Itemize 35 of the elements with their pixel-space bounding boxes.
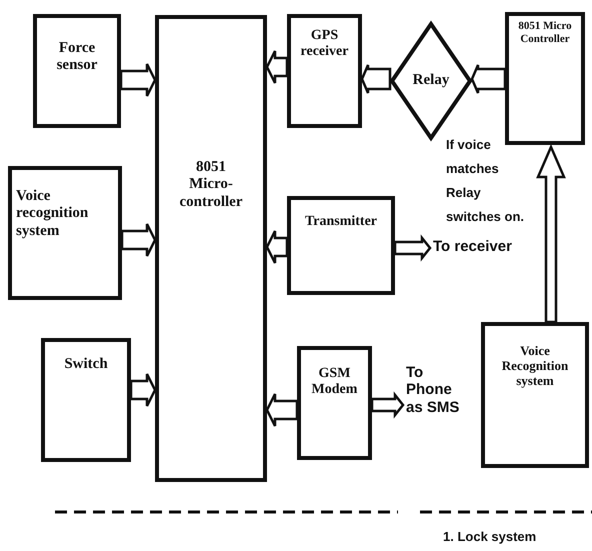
block-box — [41, 338, 131, 462]
block-label: GPS receiver — [300, 28, 350, 60]
block-arrow — [266, 50, 288, 84]
block-box — [287, 14, 362, 128]
block-arrow — [394, 234, 432, 262]
block-label: Force sensor — [56, 40, 98, 74]
block-arrow — [470, 64, 506, 94]
block-arrow — [120, 222, 156, 258]
decision-diamond — [390, 22, 472, 140]
note-text: If voice matches Relay switches on. — [446, 136, 526, 226]
block-arrow — [536, 144, 566, 324]
block-box — [297, 346, 372, 460]
note-text: 1. Lock system — [443, 528, 538, 546]
block-box — [287, 196, 395, 295]
block-arrow — [370, 391, 405, 419]
block-label: Switch — [63, 356, 109, 374]
block-box — [481, 322, 589, 468]
block-box — [8, 166, 122, 300]
block-box — [505, 12, 585, 145]
block-arrow — [360, 64, 392, 94]
block-label: GSM Modem — [310, 366, 358, 398]
annotation-text: To receiver — [433, 238, 513, 256]
block-label: Voice recognition system — [16, 188, 90, 240]
block-box — [155, 15, 267, 482]
block-label: Voice Recognition system — [500, 344, 570, 389]
block-box — [33, 14, 121, 128]
block-arrow — [120, 62, 156, 98]
block-label: 8051 Micro-controller — [178, 159, 244, 211]
block-label: Transmitter — [304, 214, 378, 230]
block-label: 8051 Micro Controller — [517, 20, 573, 46]
block-label: Relay — [412, 72, 450, 90]
block-arrow — [130, 372, 156, 408]
block-arrow — [266, 230, 288, 264]
annotation-text: To Phone as SMS — [406, 364, 460, 416]
block-arrow — [266, 392, 298, 428]
